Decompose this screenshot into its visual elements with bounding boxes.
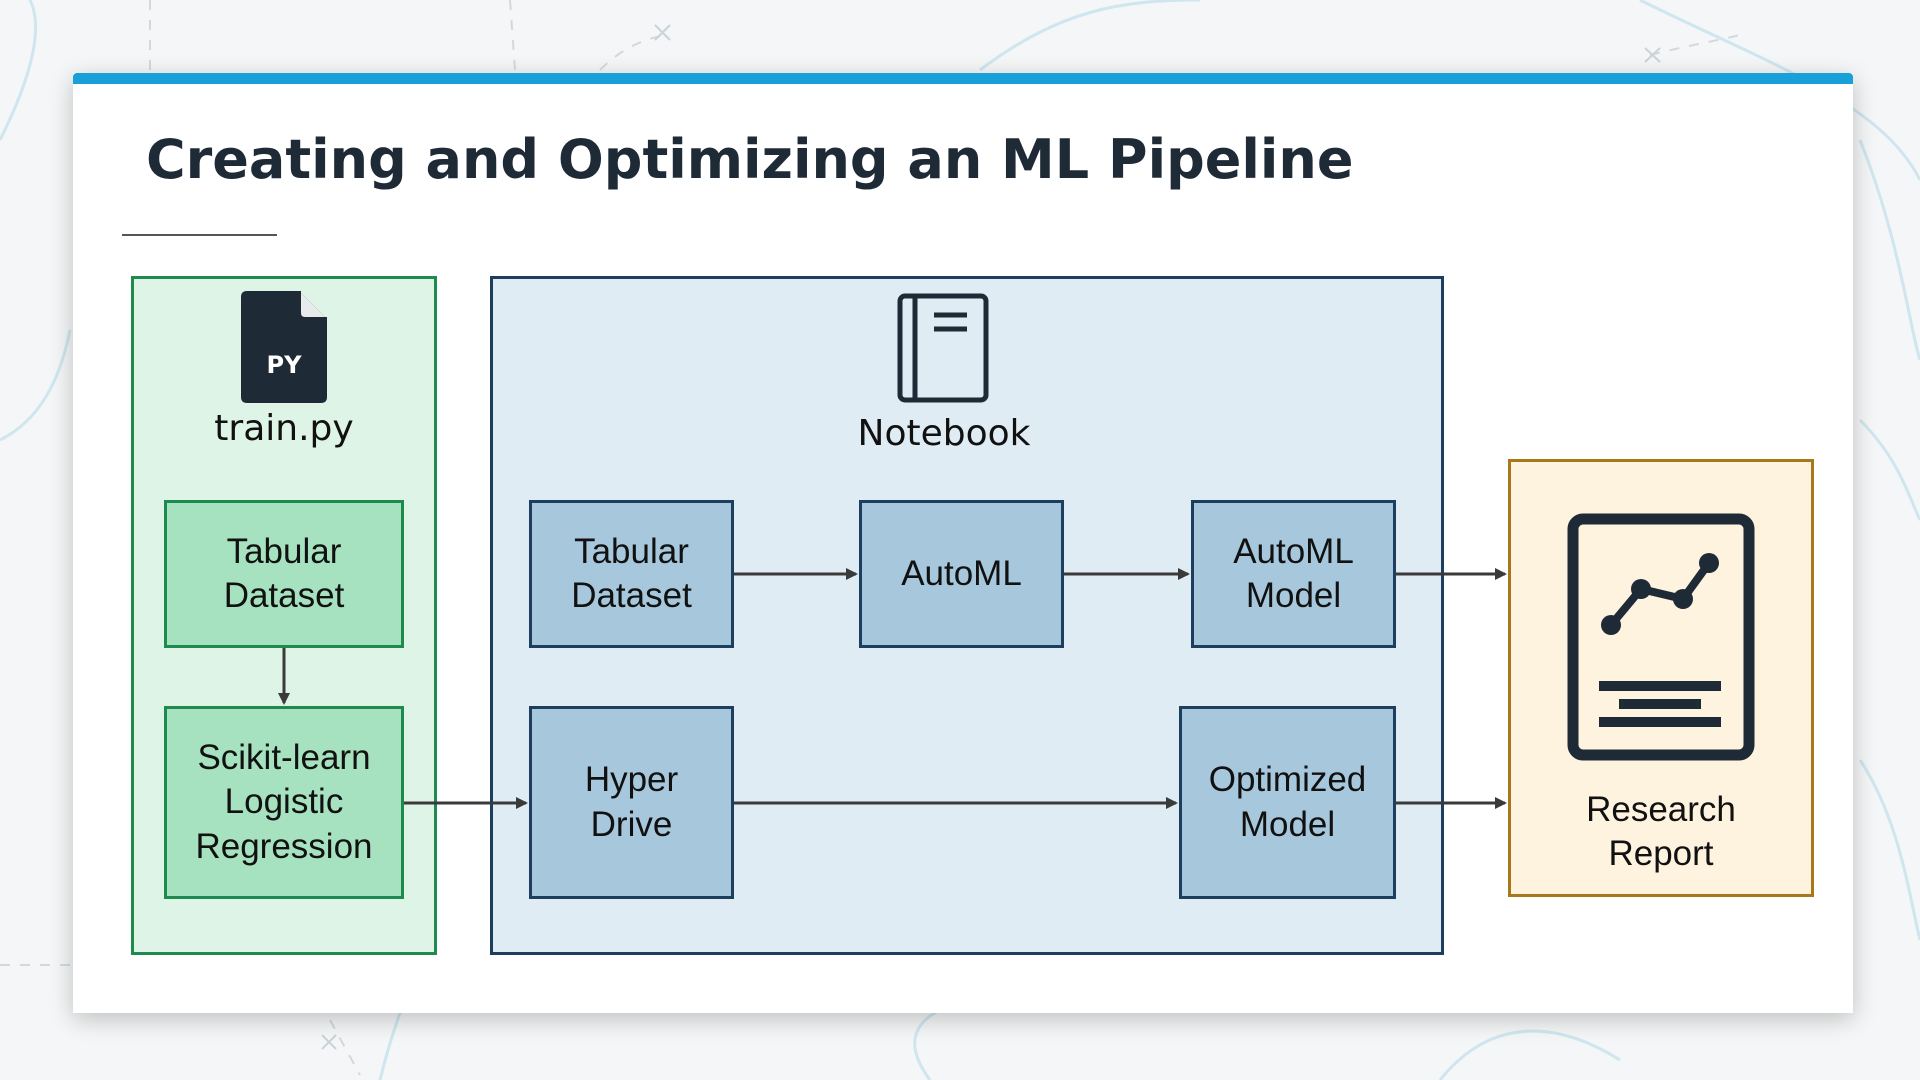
train-script-label: train.py [214,408,354,449]
slide-title: Creating and Optimizing an ML Pipeline [146,128,1354,191]
notebook-tabular-dataset-node[interactable]: Tabular Dataset [529,500,734,648]
title-underline [122,234,277,236]
report-chart-icon [1567,513,1755,761]
python-file-icon: PY [241,291,327,403]
research-report-label: Research Report [1586,790,1736,874]
slide-card: Creating and Optimizing an ML Pipeline P… [73,73,1853,1013]
sklearn-logistic-regression-node[interactable]: Scikit-learn Logistic Regression [164,706,404,899]
optimized-model-node[interactable]: Optimized Model [1179,706,1396,899]
automl-model-node[interactable]: AutoML Model [1191,500,1396,648]
notebook-label: Notebook [857,413,1031,454]
hyperdrive-node[interactable]: Hyper Drive [529,706,734,899]
train-tabular-dataset-node[interactable]: Tabular Dataset [164,500,404,648]
notebook-icon [897,293,989,403]
automl-node[interactable]: AutoML [859,500,1064,648]
research-report-group[interactable] [1508,459,1814,897]
py-icon-text: PY [267,351,303,379]
accent-bar [73,73,1853,84]
